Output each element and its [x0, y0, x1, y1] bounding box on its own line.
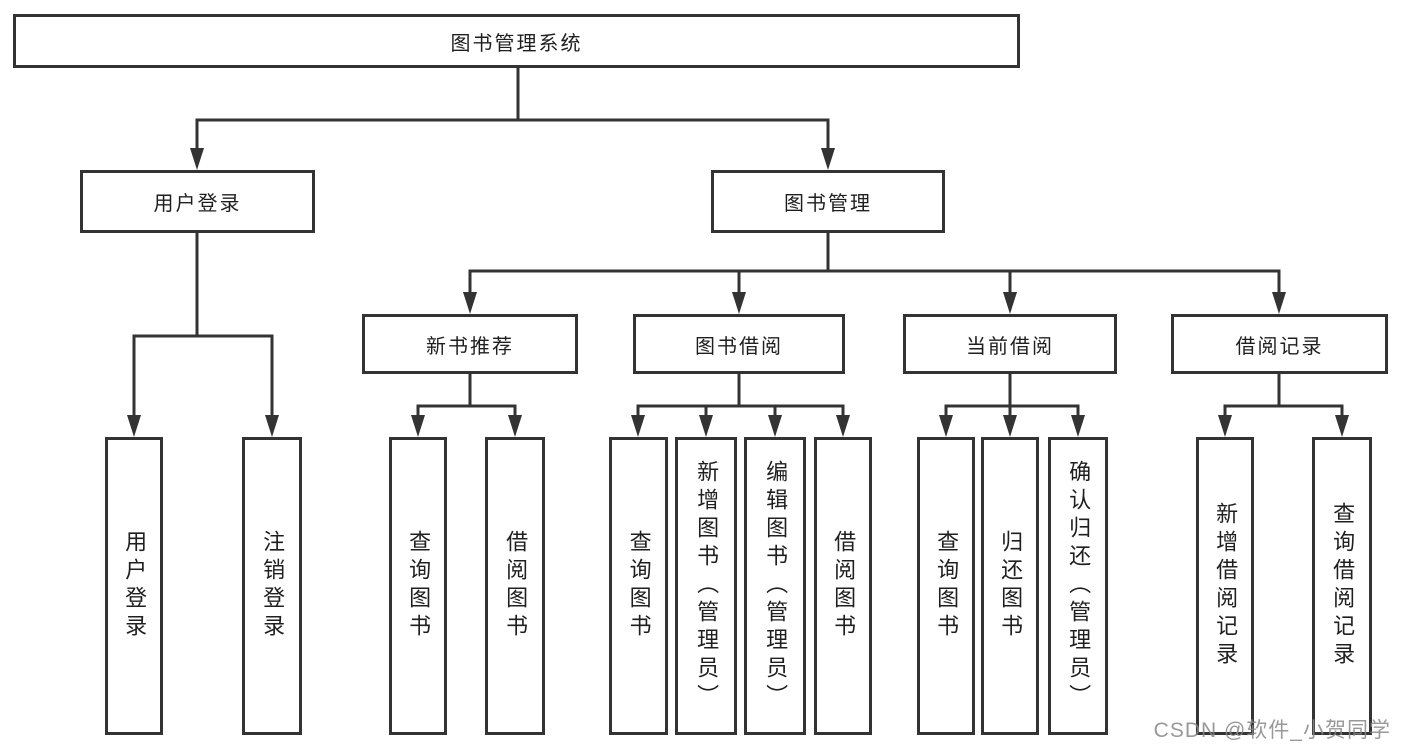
leaf-label: 新增图书（管理员） — [694, 460, 720, 712]
node-label: 当前借阅 — [966, 335, 1054, 358]
leaf-label: 借阅图书 — [831, 530, 857, 642]
node-new-book-recommend: 新书推荐 — [362, 314, 578, 374]
leaf-query-books-recommend: 查询图书 — [389, 437, 447, 735]
connector-root — [190, 65, 835, 170]
node-user-login: 用户登录 — [80, 170, 315, 233]
leaf-query-books-current: 查询图书 — [917, 437, 975, 735]
leaf-borrow-books-borrow: 借阅图书 — [814, 437, 872, 735]
leaf-label: 查询图书 — [406, 530, 432, 642]
leaf-query-books-borrow: 查询图书 — [609, 437, 668, 735]
connector-book-borrow — [631, 372, 850, 437]
leaf-add-borrow-record: 新增借阅记录 — [1196, 437, 1254, 735]
watermark-text: CSDN @软件_小贺同学 — [1153, 719, 1391, 742]
leaf-label: 查询借阅记录 — [1330, 502, 1356, 670]
leaf-label: 查询图书 — [934, 530, 960, 642]
leaf-confirm-return-admin: 确认归还（管理员） — [1048, 437, 1108, 735]
connector-new-book — [411, 372, 522, 437]
leaf-label: 查询图书 — [626, 530, 652, 642]
leaf-label: 注销登录 — [260, 530, 286, 642]
node-book-borrow: 图书借阅 — [633, 314, 845, 374]
leaf-label: 确认归还（管理员） — [1066, 460, 1092, 712]
node-label: 借阅记录 — [1235, 335, 1324, 358]
node-system-root: 图书管理系统 — [13, 14, 1020, 68]
leaf-edit-books-admin: 编辑图书（管理员） — [744, 437, 806, 735]
node-label: 图书借阅 — [695, 335, 783, 358]
node-current-borrow: 当前借阅 — [903, 314, 1117, 374]
connector-book-management — [463, 231, 1286, 314]
leaf-logout: 注销登录 — [242, 437, 302, 735]
leaf-label: 归还图书 — [998, 530, 1024, 642]
leaf-label: 用户登录 — [122, 530, 148, 642]
leaf-label: 编辑图书（管理员） — [763, 460, 789, 712]
node-label: 新书推荐 — [426, 335, 514, 358]
node-label: 用户登录 — [153, 193, 242, 215]
node-book-management: 图书管理 — [711, 170, 945, 233]
node-borrow-records: 借阅记录 — [1171, 314, 1388, 374]
node-label: 图书管理 — [784, 193, 872, 215]
connector-borrow-records — [1218, 372, 1349, 437]
connector-current-borrow — [939, 372, 1085, 437]
leaf-user-login: 用户登录 — [105, 437, 163, 735]
leaf-return-books: 归还图书 — [981, 437, 1039, 735]
leaf-add-books-admin: 新增图书（管理员） — [675, 437, 737, 735]
leaf-borrow-books-recommend: 借阅图书 — [485, 437, 545, 735]
node-label: 图书管理系统 — [450, 32, 583, 55]
leaf-query-borrow-record: 查询借阅记录 — [1312, 437, 1372, 735]
connector-user-login — [127, 231, 279, 437]
leaf-label: 新增借阅记录 — [1213, 502, 1239, 670]
leaf-label: 借阅图书 — [503, 530, 529, 642]
